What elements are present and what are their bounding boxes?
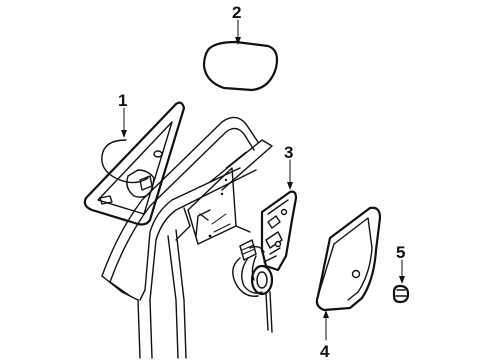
callouts: 1 2 3 4 5 xyxy=(118,3,405,360)
mirror-assembly xyxy=(83,101,186,226)
door-frame xyxy=(101,116,273,359)
mirror-glass xyxy=(202,40,279,92)
callout-4: 4 xyxy=(320,342,330,360)
callout-5: 5 xyxy=(396,243,405,262)
callout-3: 3 xyxy=(284,143,293,162)
clip xyxy=(392,284,410,304)
callout-1: 1 xyxy=(118,91,127,110)
cover-trim xyxy=(315,206,382,312)
mirror-motor-bracket xyxy=(232,190,298,333)
callout-2: 2 xyxy=(232,3,241,22)
leader-lines xyxy=(121,19,405,341)
